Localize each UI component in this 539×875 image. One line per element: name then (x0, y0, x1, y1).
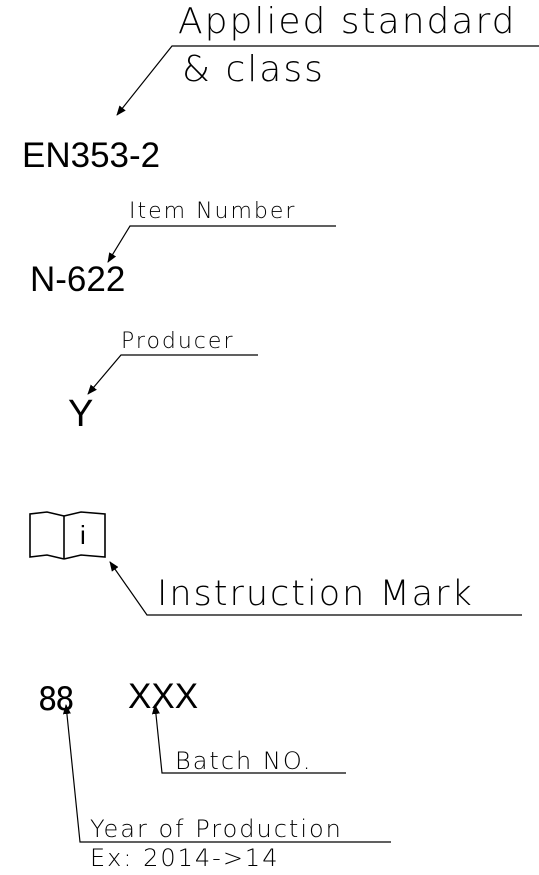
standard-value: EN353-2 (22, 136, 161, 175)
batch-value: XXX (128, 677, 199, 716)
standard-callout-label: Applied standard (178, 1, 517, 42)
item-number-value: N-622 (30, 260, 126, 299)
year-placeholder-value: 88 (38, 680, 75, 718)
item-number-callout-label: Item Number (129, 199, 297, 224)
instruction-icon-letter: i (80, 520, 86, 550)
producer-leader-line (87, 355, 258, 395)
batch-leader-line (151, 704, 346, 773)
item-number-leader-line (107, 226, 336, 263)
instruction-callout-label: Instruction Mark (157, 574, 474, 614)
batch-callout-label: Batch NO. (175, 747, 313, 775)
standard-class-callout-label: & class (182, 49, 325, 90)
instruction-leader-line (109, 561, 522, 615)
standard-leader-line (116, 46, 539, 116)
instruction-book-icon (30, 512, 105, 559)
year-leader-line (62, 704, 391, 842)
producer-callout-label: Producer (121, 329, 235, 354)
year-callout-label: Year of Production (90, 815, 343, 843)
year-example-label: Ex: 2014->14 (90, 844, 280, 872)
producer-value: Y (68, 393, 94, 435)
